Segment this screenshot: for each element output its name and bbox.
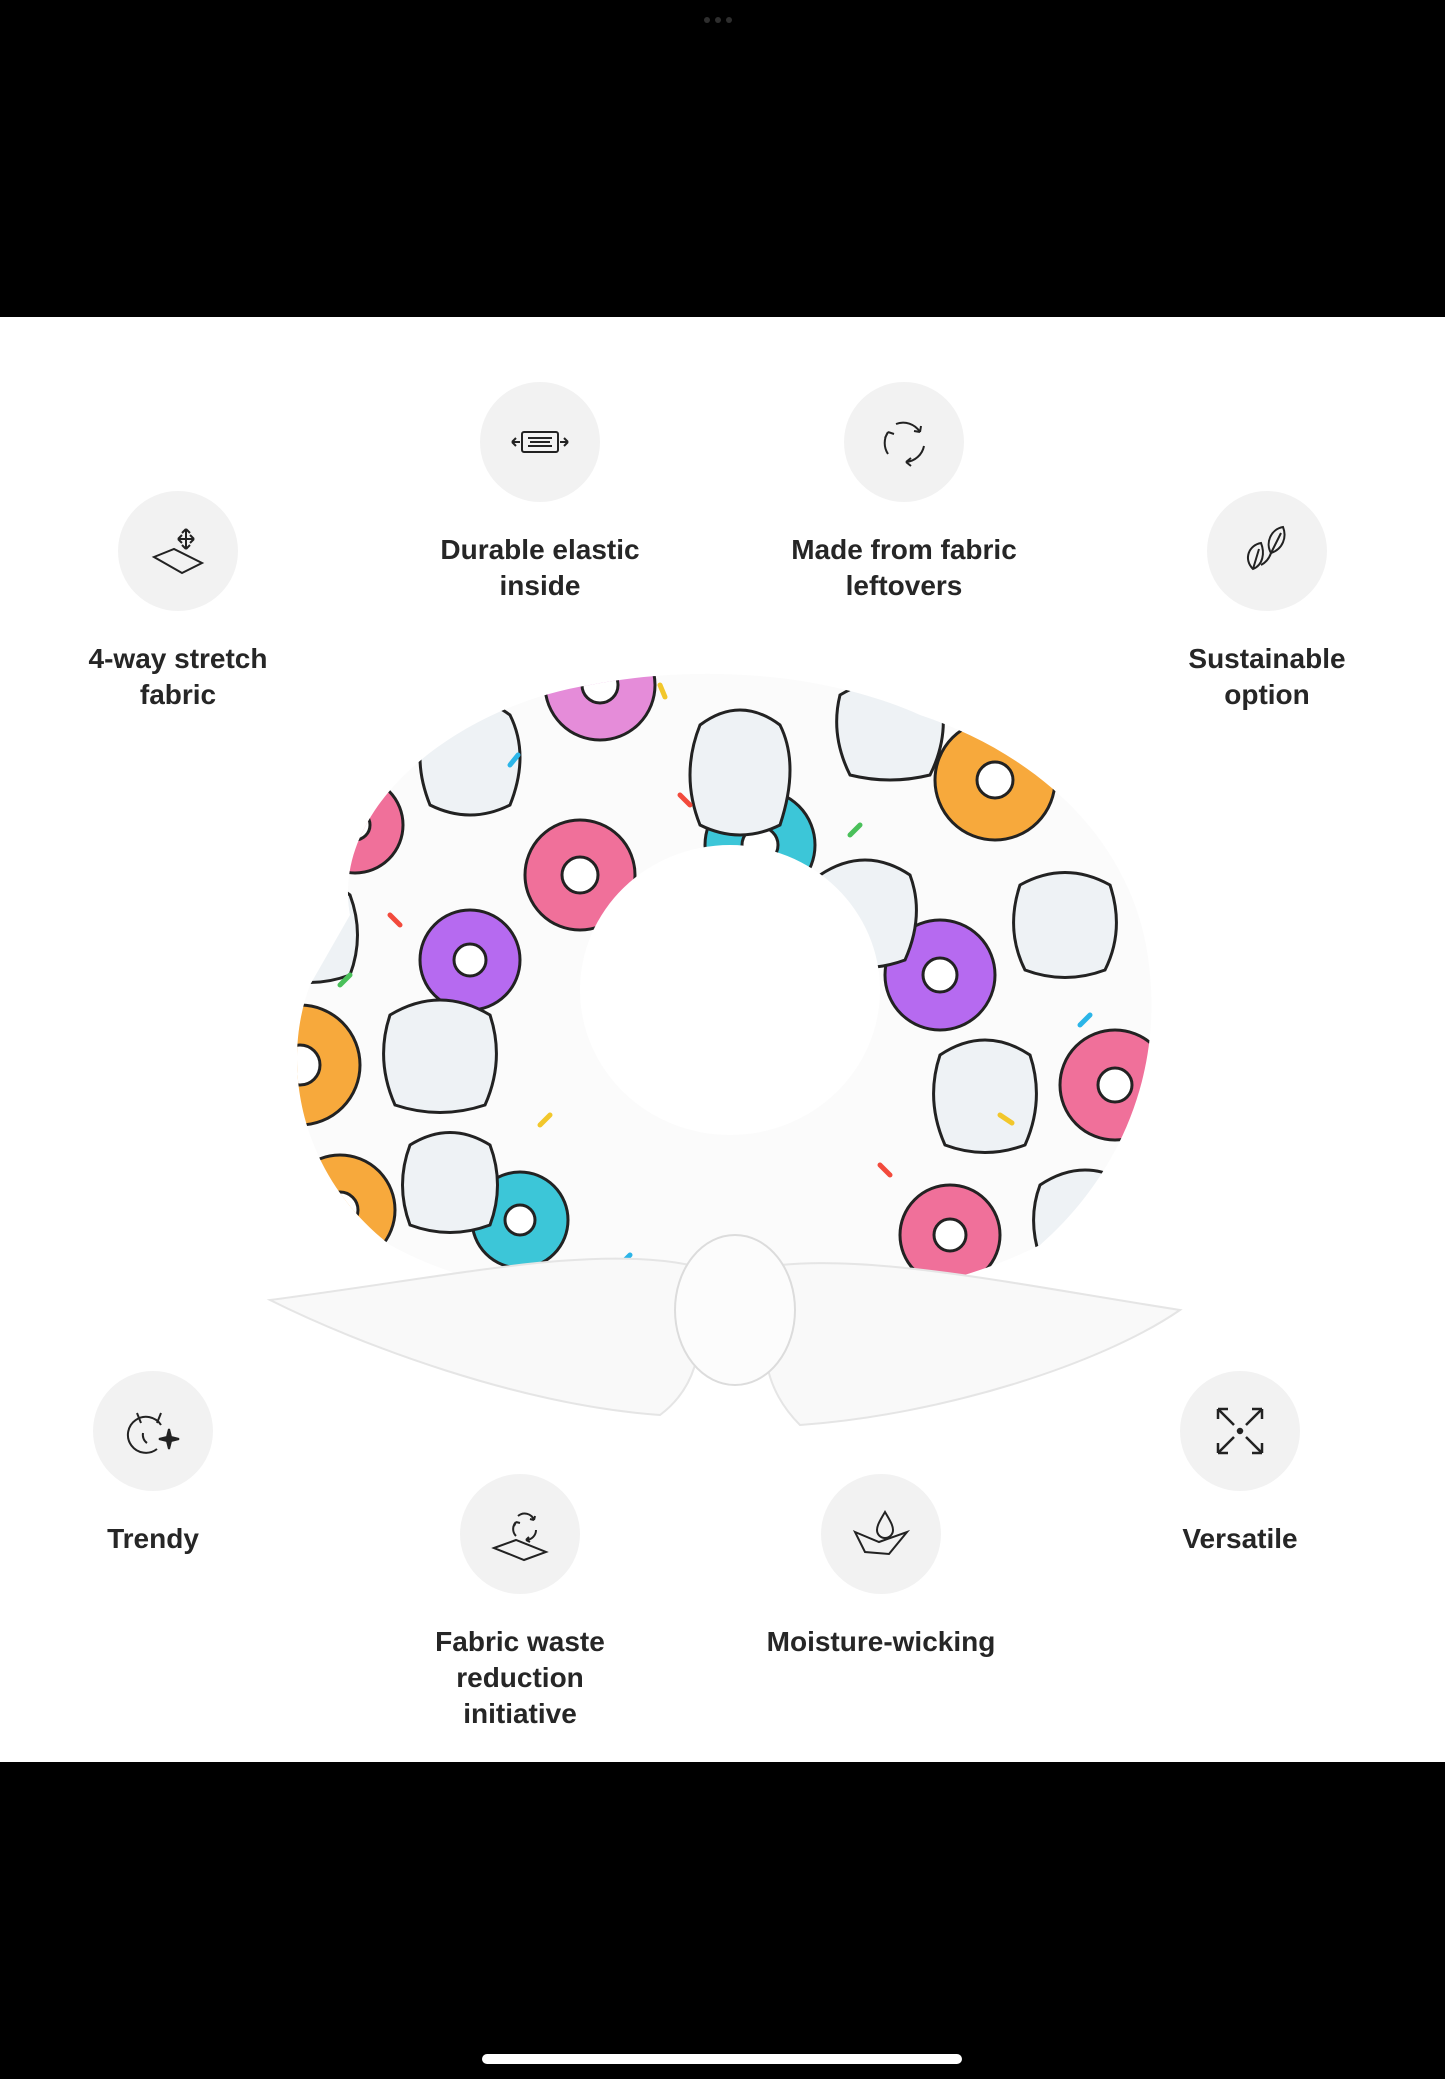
recycle-icon — [844, 382, 964, 502]
feature-label: Versatile — [1182, 1523, 1298, 1554]
feature-label: Moisture-wicking — [766, 1626, 996, 1657]
feature-label: Sustainable option — [1188, 643, 1346, 710]
stretch-fabric-icon — [118, 491, 238, 611]
feature-waste-reduction: Fabric waste reduction initiative — [385, 1474, 655, 1732]
expand-arrows-icon — [1180, 1371, 1300, 1491]
feature-trendy: Trendy — [23, 1371, 283, 1557]
feature-durable-elastic: Durable elastic inside — [410, 382, 670, 604]
feature-four-way-stretch: 4-way stretch fabric — [48, 491, 308, 713]
window-dots — [704, 17, 732, 23]
feature-versatile: Versatile — [1110, 1371, 1370, 1557]
home-indicator[interactable] — [482, 2054, 962, 2064]
feature-label: Trendy — [107, 1523, 199, 1554]
feature-label: Fabric waste reduction initiative — [435, 1626, 605, 1729]
top-black-area — [0, 0, 1445, 317]
leaves-icon — [1207, 491, 1327, 611]
feature-moisture-wicking: Moisture-wicking — [751, 1474, 1011, 1660]
cat-sparkle-icon — [93, 1371, 213, 1491]
fabric-recycle-icon — [460, 1474, 580, 1594]
feature-label: Durable elastic inside — [440, 534, 640, 601]
feature-label: Made from fabric leftovers — [791, 534, 1017, 601]
scrunchie-image — [266, 673, 1183, 1427]
feature-sustainable: Sustainable option — [1137, 491, 1397, 713]
elastic-icon — [480, 382, 600, 502]
water-drop-icon — [821, 1474, 941, 1594]
feature-fabric-leftovers: Made from fabric leftovers — [774, 382, 1034, 604]
feature-label: 4-way stretch fabric — [88, 643, 268, 710]
product-feature-panel: 4-way stretch fabric Durable elastic ins… — [0, 317, 1445, 1762]
